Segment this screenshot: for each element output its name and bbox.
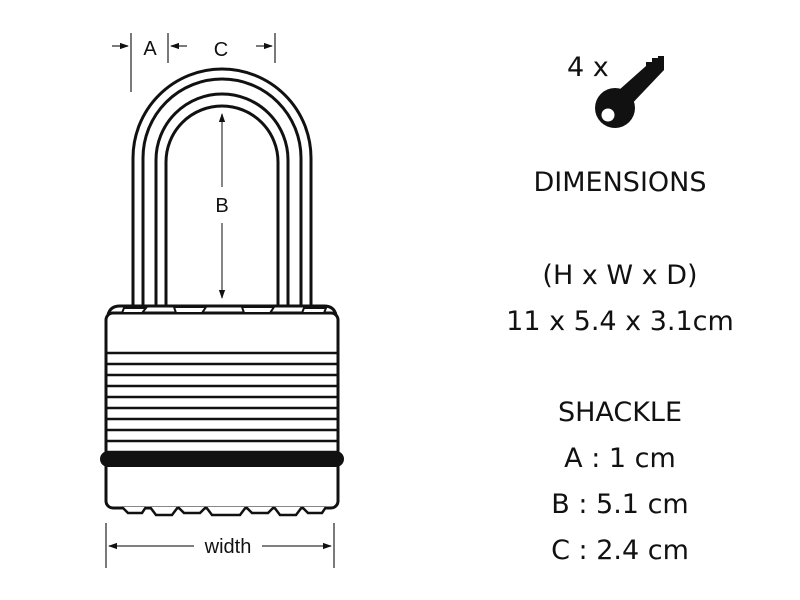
label-b: B (215, 195, 228, 217)
shackle-section: SHACKLE A : 1 cm B : 5.1 cm C : 2.4 cm (470, 390, 770, 574)
width-dimension (105, 523, 335, 568)
label-a: A (143, 38, 157, 60)
dimensions-value: 11 x 5.4 x 3.1cm (506, 306, 734, 337)
dimensions-order: (H x W x D) (542, 260, 698, 291)
key-count: 4 x (567, 52, 609, 83)
label-width: width (204, 536, 252, 558)
bumper-band (100, 451, 344, 467)
shackle-b: B : 5.1 cm (551, 489, 689, 520)
shackle (131, 67, 313, 306)
shackle-a: A : 1 cm (564, 443, 676, 474)
dimensions-values: (H x W x D) 11 x 5.4 x 3.1cm (470, 253, 770, 345)
lock-body (104, 304, 340, 517)
dimensions-title: DIMENSIONS (533, 167, 707, 198)
label-c: C (214, 39, 228, 61)
shackle-title: SHACKLE (557, 397, 683, 428)
shackle-top-dimension (112, 33, 276, 92)
shackle-c: C : 2.4 cm (551, 535, 689, 566)
key-icon (595, 56, 664, 128)
dimensions-section: DIMENSIONS (470, 160, 770, 206)
